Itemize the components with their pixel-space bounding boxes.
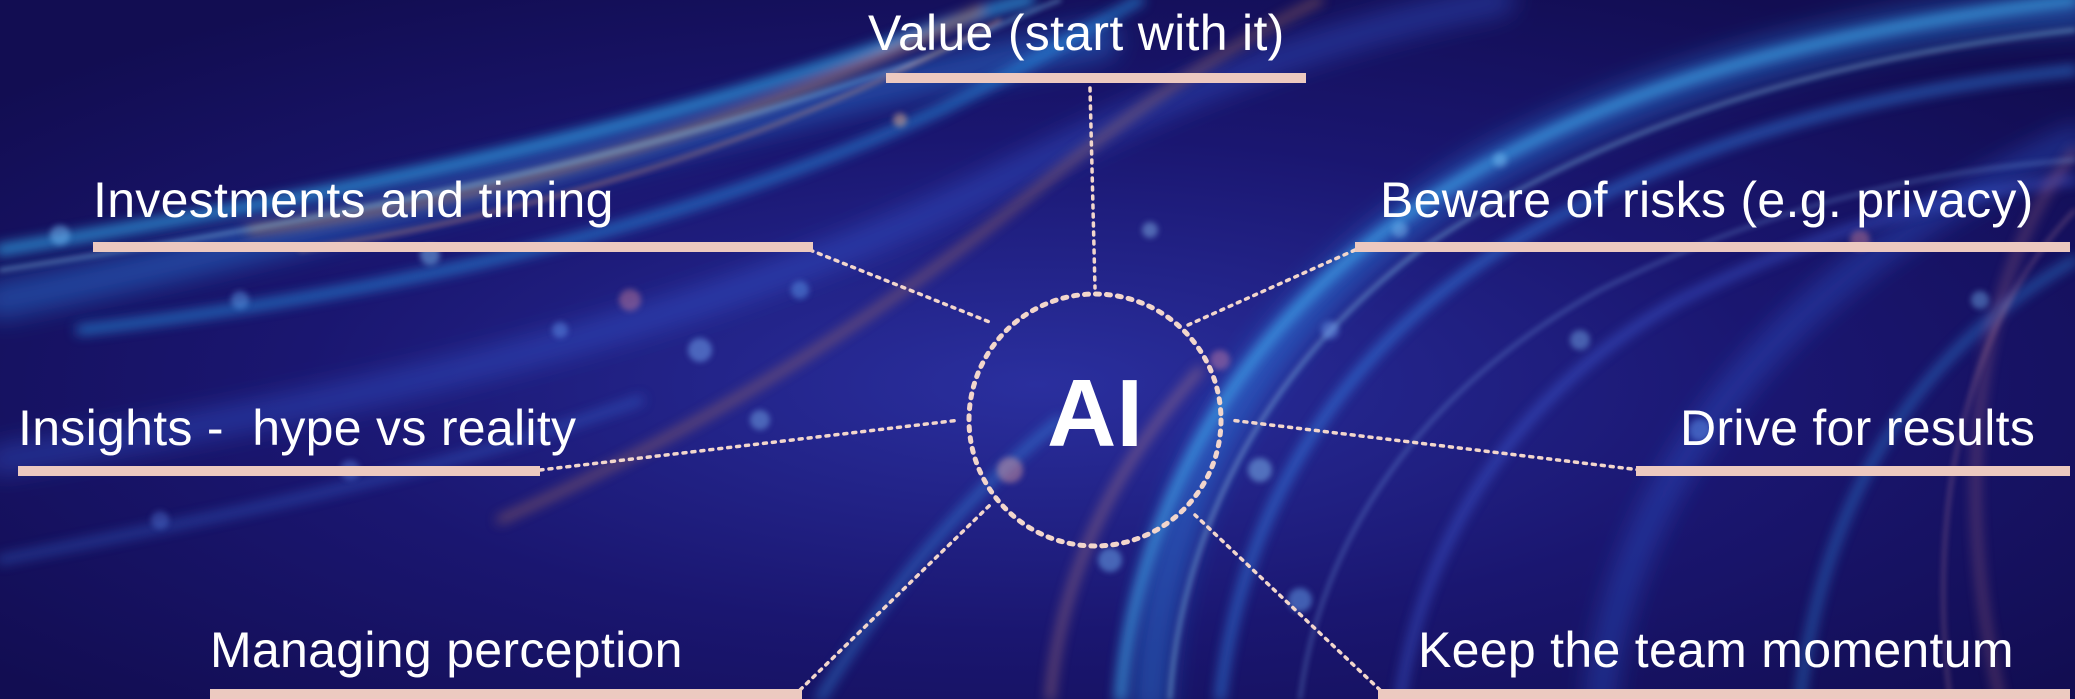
connector-value xyxy=(1088,86,1097,290)
connector-results xyxy=(1228,418,1642,472)
connector-perception xyxy=(798,503,992,692)
node-value-underline xyxy=(886,73,1306,83)
node-risks-label: Beware of risks (e.g. privacy) xyxy=(1380,172,2034,228)
node-investments-label: Investments and timing xyxy=(93,172,614,228)
node-value-label: Value (start with it) xyxy=(868,5,1285,61)
connector-risks xyxy=(1186,248,1357,327)
node-risks-underline xyxy=(1355,242,2070,252)
node-insights-label: Insights - hype vs reality xyxy=(18,400,577,456)
connector-investments xyxy=(808,248,994,325)
node-results-label: Drive for results xyxy=(1680,400,2036,456)
node-perception-underline xyxy=(210,689,802,699)
node-investments-underline xyxy=(93,242,813,252)
node-perception-label: Managing perception xyxy=(210,622,683,678)
ai-center-label: AI xyxy=(1047,360,1143,467)
node-momentum-label: Keep the team momentum xyxy=(1418,622,2014,678)
node-results-underline xyxy=(1636,466,2070,476)
node-insights-underline xyxy=(18,466,540,476)
connector-insights xyxy=(538,418,962,472)
connector-momentum xyxy=(1193,513,1382,692)
ai-center-circle xyxy=(966,291,1224,549)
node-momentum-underline xyxy=(1378,689,2070,699)
